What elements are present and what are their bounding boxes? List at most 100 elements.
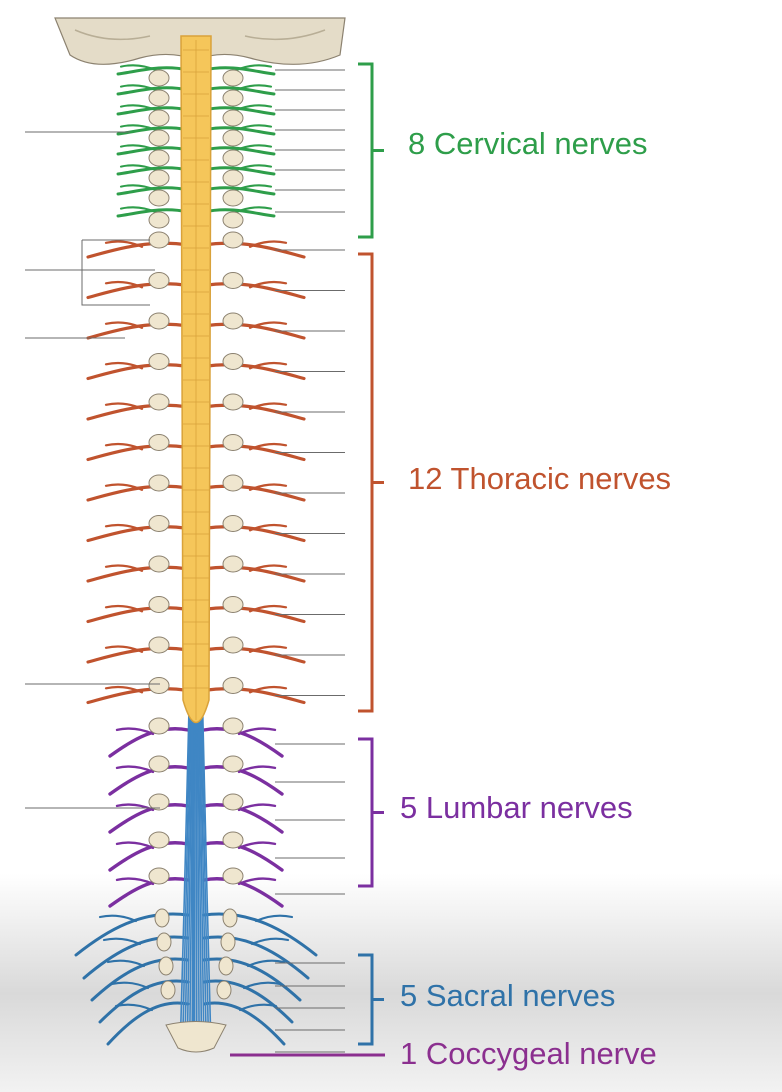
thoracic-nerve-left-7 (86, 484, 190, 502)
lumbar-nerve-left-5 (108, 877, 190, 908)
vertebra-left-10 (148, 272, 170, 289)
sacral-foramen-right-4 (216, 980, 232, 1000)
vertebra-right-21 (222, 717, 244, 735)
cervical-nerve-right-2-branch (233, 84, 273, 92)
sacral-nerve-left-4-branch (110, 981, 150, 990)
thoracic-nerve-left-12 (86, 687, 190, 705)
vertebra-left-2 (148, 89, 170, 107)
sacral-nerve-right-5-branch (238, 1003, 278, 1012)
thoracic-nerve-left-8 (86, 525, 190, 543)
sacral-nerve-left-2-branch (102, 937, 142, 946)
vertebra-right-1 (222, 69, 244, 87)
sacral-nerve-right-1 (202, 912, 318, 957)
sacral-nerve-left-1 (74, 912, 190, 957)
sacral-nerve-left-4 (98, 979, 190, 1024)
vertebra-left-6 (148, 169, 170, 187)
sacral-nerve-right-5 (202, 1001, 286, 1046)
vertebra-left-5 (148, 149, 170, 167)
cervical-nerve-left-1-branch (119, 64, 159, 72)
vertebra-right-2 (222, 89, 244, 107)
lumbar-nerve-left-3-branch (115, 803, 155, 812)
thoracic-nerve-left-1 (86, 241, 190, 259)
thoracic-nerve-left-1-branch (104, 240, 144, 248)
thoracic-nerve-right-10 (202, 606, 306, 624)
thoracic-nerve-right-8-branch (248, 523, 288, 532)
vertebra-right-13 (222, 393, 244, 411)
lumbar-nerve-right-1-branch (237, 727, 277, 736)
thoracic-nerve-right-7 (202, 484, 306, 502)
sacral-nerve-right-4 (202, 979, 294, 1024)
skull-ridge (74, 29, 326, 41)
thoracic-nerve-left-11 (86, 646, 190, 664)
thoracic-nerve-left-6 (86, 444, 190, 462)
vertebra-left-23 (148, 793, 170, 811)
region-brackets (230, 62, 385, 1057)
thoracic-nerve-right-5-branch (248, 402, 288, 410)
vertebra-left-25 (148, 867, 170, 885)
vertebra-right-17 (222, 555, 244, 573)
vertebra-right-3 (222, 109, 244, 127)
vertebra-left-9 (148, 231, 170, 249)
vertebra-right-11 (222, 312, 244, 330)
sacral-nerve-left-2 (82, 935, 190, 980)
spinal-cord (180, 35, 212, 723)
lumbar-bracket (358, 737, 384, 888)
vertebra-right-5 (222, 149, 244, 167)
vertebra-right-24 (222, 831, 244, 849)
vertebra-left-12 (148, 353, 170, 370)
lumbar-nerve-right-2 (202, 765, 284, 796)
lumbar-nerve-right-5-branch (237, 877, 277, 886)
vertebra-right-12 (222, 353, 244, 370)
sacral-nerve-right-3 (202, 957, 302, 1002)
sacral-foramen-right-3 (218, 956, 234, 976)
thoracic-nerves-label: 12 Thoracic nerves (408, 461, 672, 496)
sacral-nerve-left-3-branch (106, 959, 146, 968)
thoracic-nerve-right-12 (202, 687, 306, 705)
thoracic-nerve-left-9-branch (104, 564, 144, 572)
lumbar-nerve-right-5 (202, 877, 284, 908)
sacral-foramen-right-2 (220, 932, 236, 952)
thoracic-nerve-right-5 (202, 403, 306, 421)
vertebra-right-18 (222, 596, 244, 613)
thoracic-nerve-right-4-branch (248, 361, 288, 370)
lumbar-nerve-left-1-branch (115, 727, 155, 736)
vertebra-left-19 (148, 636, 170, 654)
vertebra-right-23 (222, 793, 244, 811)
thoracic-nerve-left-2 (86, 282, 190, 300)
thoracic-nerve-left-2-branch (104, 280, 144, 289)
coccyx (165, 1021, 227, 1053)
lumbar-nerve-left-1 (108, 727, 190, 758)
thoracic-nerve-left-10 (86, 606, 190, 624)
leader-lines (25, 69, 345, 1053)
thoracic-nerve-right-10-branch (248, 604, 288, 613)
thoracic-nerve-right-6 (202, 444, 306, 462)
vertebra-left-11 (148, 312, 170, 330)
thoracic-nerve-right-7-branch (248, 483, 288, 491)
thoracic-nerve-right-8 (202, 525, 306, 543)
sacral-nerve-right-2-branch (250, 937, 290, 946)
cervical-bracket (358, 62, 384, 239)
thoracic-bracket (358, 252, 384, 713)
cervical-nerve-left-8-branch (119, 206, 159, 214)
filum-terminale (190, 699, 196, 1051)
cervical-nerve-left-5-branch (119, 144, 159, 152)
thoracic-nerve-right-1 (202, 241, 306, 259)
nerves-left (74, 64, 190, 1046)
vertebra-right-10 (222, 272, 244, 289)
vertebra-right-25 (222, 867, 244, 885)
thoracic-nerve-right-2 (202, 282, 306, 300)
sacral-foramen-right-1 (222, 908, 238, 928)
cervical-nerve-right-7-branch (233, 184, 273, 192)
thoracic-nerve-left-4-branch (104, 361, 144, 370)
thoracic-nerve-right-3-branch (248, 321, 288, 329)
lumbar-nerve-left-4-branch (115, 841, 155, 850)
vertebrae (148, 69, 244, 1053)
vertebra-right-7 (222, 189, 244, 207)
lumbar-nerve-right-2-branch (237, 765, 277, 774)
sacral-nerve-left-5 (106, 1001, 190, 1046)
vertebra-left-24 (148, 831, 170, 849)
lumbar-nerve-left-2 (108, 765, 190, 796)
lumbar-nerve-left-4 (108, 841, 190, 872)
cervical-nerve-right-5-branch (233, 144, 273, 152)
vertebra-right-6 (222, 169, 244, 187)
